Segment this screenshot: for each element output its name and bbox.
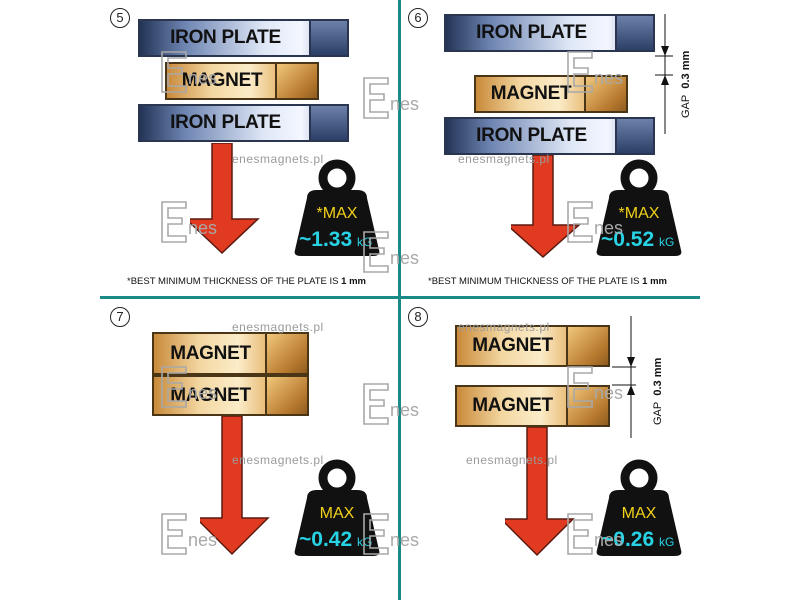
force-arrow: [511, 155, 581, 259]
weight-value: ~1.33: [299, 228, 352, 251]
watermark-logo: nes: [161, 51, 217, 93]
watermark-logo: nes: [567, 366, 623, 408]
watermark-url: enesmagnets.pl: [458, 320, 550, 334]
watermark-logo: nes: [161, 201, 217, 243]
watermark-url: enesmagnets.pl: [458, 152, 550, 166]
magnet-label: MAGNET: [490, 83, 572, 104]
watermark-logo: nes: [161, 366, 217, 408]
magnet-block: MAGNET: [165, 62, 319, 100]
svg-text:nes: nes: [390, 248, 419, 268]
weight-max-label: MAX: [320, 505, 355, 522]
force-arrow: [505, 427, 575, 557]
note-text: *BEST MINIMUM THICKNESS OF THE PLATE IS: [127, 276, 342, 287]
weight-max-label: *MAX: [619, 205, 660, 222]
watermark-url: enesmagnets.pl: [232, 152, 324, 166]
magnet-label: MAGNET: [472, 395, 553, 416]
vertical-divider: [398, 0, 401, 600]
svg-text:nes: nes: [594, 383, 623, 403]
iron-plate-bottom: IRON PLATE: [138, 104, 349, 142]
weight-icon: MAX ~0.42 kG: [294, 459, 380, 556]
plate-thickness-note: *BEST MINIMUM THICKNESS OF THE PLATE IS …: [127, 276, 366, 287]
magnet-block-top: MAGNET: [152, 332, 309, 375]
weight-max-label: *MAX: [317, 205, 358, 222]
plate-thickness-note: *BEST MINIMUM THICKNESS OF THE PLATE IS …: [428, 276, 667, 287]
svg-text:nes: nes: [188, 218, 217, 238]
weight-value: ~0.26: [601, 528, 654, 551]
iron-plate-top: IRON PLATE: [138, 19, 349, 57]
panel-number: 7: [110, 307, 130, 327]
watermark-logo: nes: [567, 51, 623, 93]
force-arrow: [190, 143, 260, 255]
watermark-logo: nes: [363, 77, 419, 119]
horizontal-divider: [100, 296, 700, 299]
gap-word: GAP: [680, 94, 692, 118]
panel-number: 8: [408, 307, 428, 327]
weight-icon: *MAX ~1.33 kG: [294, 159, 380, 256]
magnet-block-bottom: MAGNET: [152, 375, 309, 416]
svg-text:nes: nes: [188, 530, 217, 550]
watermark-url: enesmagnets.pl: [232, 320, 324, 334]
weight-value: ~0.52: [601, 228, 654, 251]
weight-unit: kG: [659, 235, 674, 249]
gap-value: 0.3 mm: [652, 357, 664, 396]
iron-plate-top: IRON PLATE: [444, 14, 655, 52]
magnet-label: MAGNET: [170, 342, 251, 364]
magnet-block-top: MAGNET: [455, 325, 610, 367]
gap-value: 0.3 mm: [680, 50, 692, 89]
svg-text:nes: nes: [594, 530, 623, 550]
watermark-logo: nes: [567, 201, 623, 243]
gap-label: GAP 0.3 mm: [680, 51, 692, 118]
watermark-logo: nes: [363, 383, 419, 425]
svg-text:nes: nes: [594, 218, 623, 238]
iron-plate-bottom: IRON PLATE: [444, 117, 655, 155]
magnet-block-bottom: MAGNET: [455, 385, 610, 427]
watermark-logo: nes: [161, 513, 217, 555]
iron-plate-label: IRON PLATE: [170, 112, 281, 133]
note-text: *BEST MINIMUM THICKNESS OF THE PLATE IS: [428, 276, 643, 287]
gap-word: GAP: [652, 401, 664, 425]
svg-text:nes: nes: [188, 68, 217, 88]
magnet-label: MAGNET: [472, 335, 553, 356]
panel-number: 6: [408, 8, 428, 28]
panel-number: 5: [110, 8, 130, 28]
iron-plate-label: IRON PLATE: [476, 22, 587, 43]
iron-plate-label: IRON PLATE: [476, 125, 587, 146]
gap-dimension-marker: [655, 14, 673, 134]
svg-text:nes: nes: [390, 94, 419, 114]
weight-value: ~0.42: [299, 528, 352, 551]
svg-text:nes: nes: [390, 530, 419, 550]
svg-text:nes: nes: [594, 68, 623, 88]
watermark-url: enesmagnets.pl: [466, 453, 558, 467]
svg-text:nes: nes: [188, 383, 217, 403]
note-bold-value: 1 mm: [341, 276, 366, 287]
watermark-logo: nes: [363, 231, 419, 273]
magnet-label: MAGNET: [181, 70, 263, 91]
magnet-label: MAGNET: [170, 384, 251, 406]
watermark-logo: nes: [363, 513, 419, 555]
gap-label: GAP 0.3 mm: [652, 358, 664, 425]
weight-icon: MAX ~0.26 kG: [596, 459, 682, 556]
weight-icon: *MAX ~0.52 kG: [596, 159, 682, 256]
svg-text:nes: nes: [390, 400, 419, 420]
iron-plate-label: IRON PLATE: [170, 27, 281, 48]
weight-unit: kG: [659, 535, 674, 549]
watermark-logo: nes: [567, 513, 623, 555]
force-arrow: [200, 416, 270, 556]
note-bold-value: 1 mm: [642, 276, 667, 287]
gap-dimension-marker: [612, 316, 636, 438]
watermark-url: enesmagnets.pl: [232, 453, 324, 467]
magnet-block: MAGNET: [474, 75, 628, 113]
weight-max-label: MAX: [622, 505, 657, 522]
